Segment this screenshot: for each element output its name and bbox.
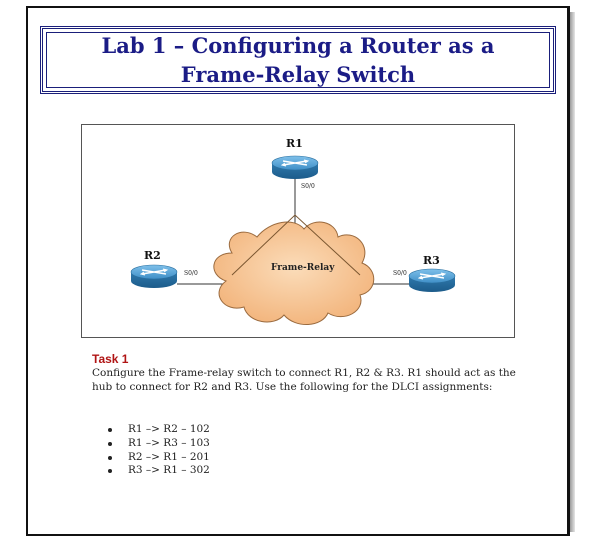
dlci-assignment-list: R1 –> R2 – 102 R1 –> R3 – 103 R2 –> R1 –… [108, 423, 210, 478]
router-r2-label: R2 [144, 249, 161, 262]
title-box: Lab 1 – Configuring a Router as a Frame-… [40, 26, 556, 94]
bullet-icon [108, 469, 112, 474]
dlci-assignment: R3 –> R1 – 302 [128, 464, 210, 477]
r2-interface-label: S0/0 [184, 270, 198, 277]
frame-relay-label: Frame-Relay [271, 263, 335, 273]
page-title: Lab 1 – Configuring a Router as a Frame-… [101, 33, 495, 87]
router-r3-icon [408, 268, 456, 292]
bullet-icon [108, 441, 112, 446]
dlci-assignment: R1 –> R2 – 102 [128, 423, 210, 435]
bullet-icon [108, 428, 112, 432]
diagram-svg [130, 155, 456, 325]
dlci-assignment: R2 –> R1 – 201 [128, 450, 210, 463]
router-r1-icon [271, 155, 319, 179]
list-item: R1 –> R2 – 102 [108, 423, 210, 437]
task-title: Task 1 [92, 352, 129, 366]
list-item: R2 –> R1 – 201 [108, 451, 210, 465]
network-diagram: R1 S0/0 R2 S0/0 R3 S0/0 Frame-Relay [81, 124, 515, 338]
list-item: R3 –> R1 – 302 [108, 464, 210, 478]
r1-interface-label: S0/0 [301, 183, 315, 190]
bullet-icon [108, 455, 112, 460]
page-shadow [570, 12, 575, 532]
router-r2-icon [130, 264, 178, 288]
router-r1-label: R1 [286, 137, 303, 150]
task-description: Configure the Frame-relay switch to conn… [92, 367, 516, 393]
dlci-assignment: R1 –> R3 – 103 [128, 436, 210, 449]
router-r3-label: R3 [423, 254, 440, 267]
r3-interface-label: S0/0 [393, 270, 407, 277]
frame-relay-cloud [213, 214, 375, 325]
list-item: R1 –> R3 – 103 [108, 437, 210, 451]
